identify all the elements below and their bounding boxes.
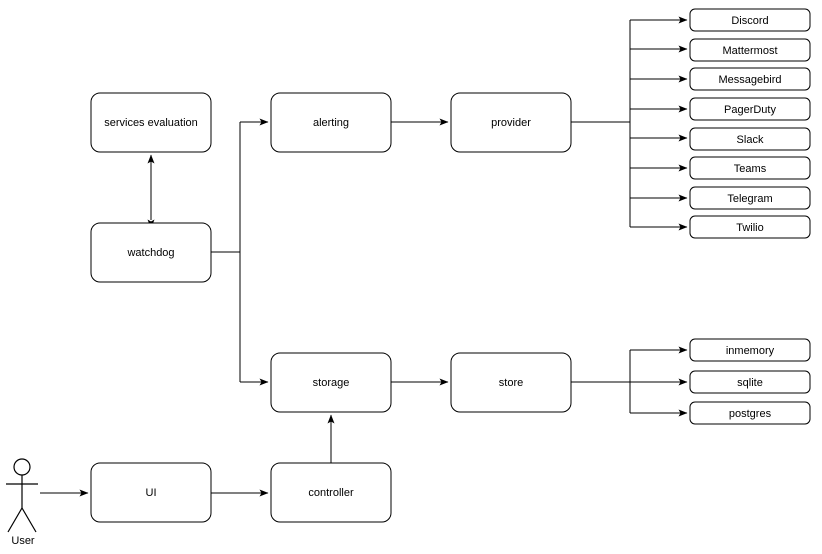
- leaf-node-slack[interactable]: Slack: [689, 127, 811, 151]
- node-provider[interactable]: provider: [450, 92, 572, 153]
- leaf-node-twilio-box[interactable]: [689, 215, 811, 239]
- node-provider-box[interactable]: [450, 92, 572, 153]
- node-ui-box[interactable]: [90, 462, 212, 523]
- node-controller[interactable]: controller: [270, 462, 392, 523]
- node-storage-label: storage: [313, 377, 350, 389]
- node-alerting-label: alerting: [313, 117, 349, 129]
- store-implementation-list: inmemory sqlite postgres: [689, 338, 811, 425]
- provider-implementation-list: Discord Mattermost Messagebird PagerDuty…: [689, 8, 811, 239]
- node-storage-box[interactable]: [270, 352, 392, 413]
- leaf-node-twilio[interactable]: Twilio: [689, 215, 811, 239]
- leaf-node-mattermost[interactable]: Mattermost: [689, 38, 811, 62]
- leaf-node-telegram-box[interactable]: [689, 186, 811, 210]
- node-watchdog-label: watchdog: [126, 247, 174, 259]
- node-controller-label: controller: [308, 487, 354, 499]
- node-store-label: store: [499, 377, 523, 389]
- leaf-node-teams[interactable]: Teams: [689, 156, 811, 180]
- node-services-evaluation-label: services evaluation: [104, 117, 198, 129]
- node-ui[interactable]: UI: [90, 462, 212, 523]
- leaf-node-twilio-label: Twilio: [736, 222, 764, 234]
- actor-user[interactable]: User: [6, 458, 38, 547]
- node-watchdog-box[interactable]: [90, 222, 212, 283]
- node-alerting[interactable]: alerting: [270, 92, 392, 153]
- node-storage[interactable]: storage: [270, 352, 392, 413]
- leaf-node-mattermost-label: Mattermost: [722, 45, 777, 57]
- leaf-node-inmemory[interactable]: inmemory: [689, 338, 811, 362]
- leaf-node-mattermost-box[interactable]: [689, 38, 811, 62]
- leaf-node-messagebird-label: Messagebird: [719, 74, 782, 86]
- leaf-node-postgres[interactable]: postgres: [689, 401, 811, 425]
- leaf-node-sqlite[interactable]: sqlite: [689, 370, 811, 394]
- leaf-node-pagerduty[interactable]: PagerDuty: [689, 97, 811, 121]
- leaf-node-discord[interactable]: Discord: [689, 8, 811, 32]
- node-provider-label: provider: [491, 117, 531, 129]
- actor-right-leg-icon: [21, 507, 37, 533]
- leaf-node-messagebird[interactable]: Messagebird: [689, 67, 811, 91]
- node-watchdog[interactable]: watchdog: [90, 222, 212, 283]
- leaf-node-discord-label: Discord: [731, 15, 768, 27]
- leaf-node-slack-label: Slack: [737, 134, 764, 146]
- leaf-node-postgres-box[interactable]: [689, 401, 811, 425]
- node-services-evaluation-box[interactable]: [90, 92, 212, 153]
- node-store[interactable]: store: [450, 352, 572, 413]
- actor-head-icon: [13, 458, 31, 476]
- leaf-node-teams-label: Teams: [734, 163, 767, 175]
- actor-left-leg-icon: [7, 507, 23, 533]
- leaf-node-slack-box[interactable]: [689, 127, 811, 151]
- leaf-node-discord-box[interactable]: [689, 8, 811, 32]
- node-store-box[interactable]: [450, 352, 572, 413]
- node-ui-label: UI: [146, 487, 157, 499]
- leaf-node-inmemory-label: inmemory: [726, 345, 775, 357]
- leaf-node-postgres-label: postgres: [729, 408, 772, 420]
- leaf-node-pagerduty-box[interactable]: [689, 97, 811, 121]
- edge-group-store-implementations: [630, 346, 688, 417]
- leaf-node-inmemory-box[interactable]: [689, 338, 811, 362]
- actor-user-label: User: [11, 535, 35, 547]
- node-alerting-box[interactable]: [270, 92, 392, 153]
- leaf-node-sqlite-label: sqlite: [737, 377, 763, 389]
- leaf-node-pagerduty-label: PagerDuty: [724, 104, 776, 116]
- edge-group-provider-implementations: [630, 16, 688, 231]
- leaf-node-teams-box[interactable]: [689, 156, 811, 180]
- leaf-node-messagebird-box[interactable]: [689, 67, 811, 91]
- leaf-node-telegram[interactable]: Telegram: [689, 186, 811, 210]
- leaf-node-telegram-label: Telegram: [727, 193, 772, 205]
- leaf-node-sqlite-box[interactable]: [689, 370, 811, 394]
- node-services-evaluation[interactable]: services evaluation: [90, 92, 212, 153]
- node-controller-box[interactable]: [270, 462, 392, 523]
